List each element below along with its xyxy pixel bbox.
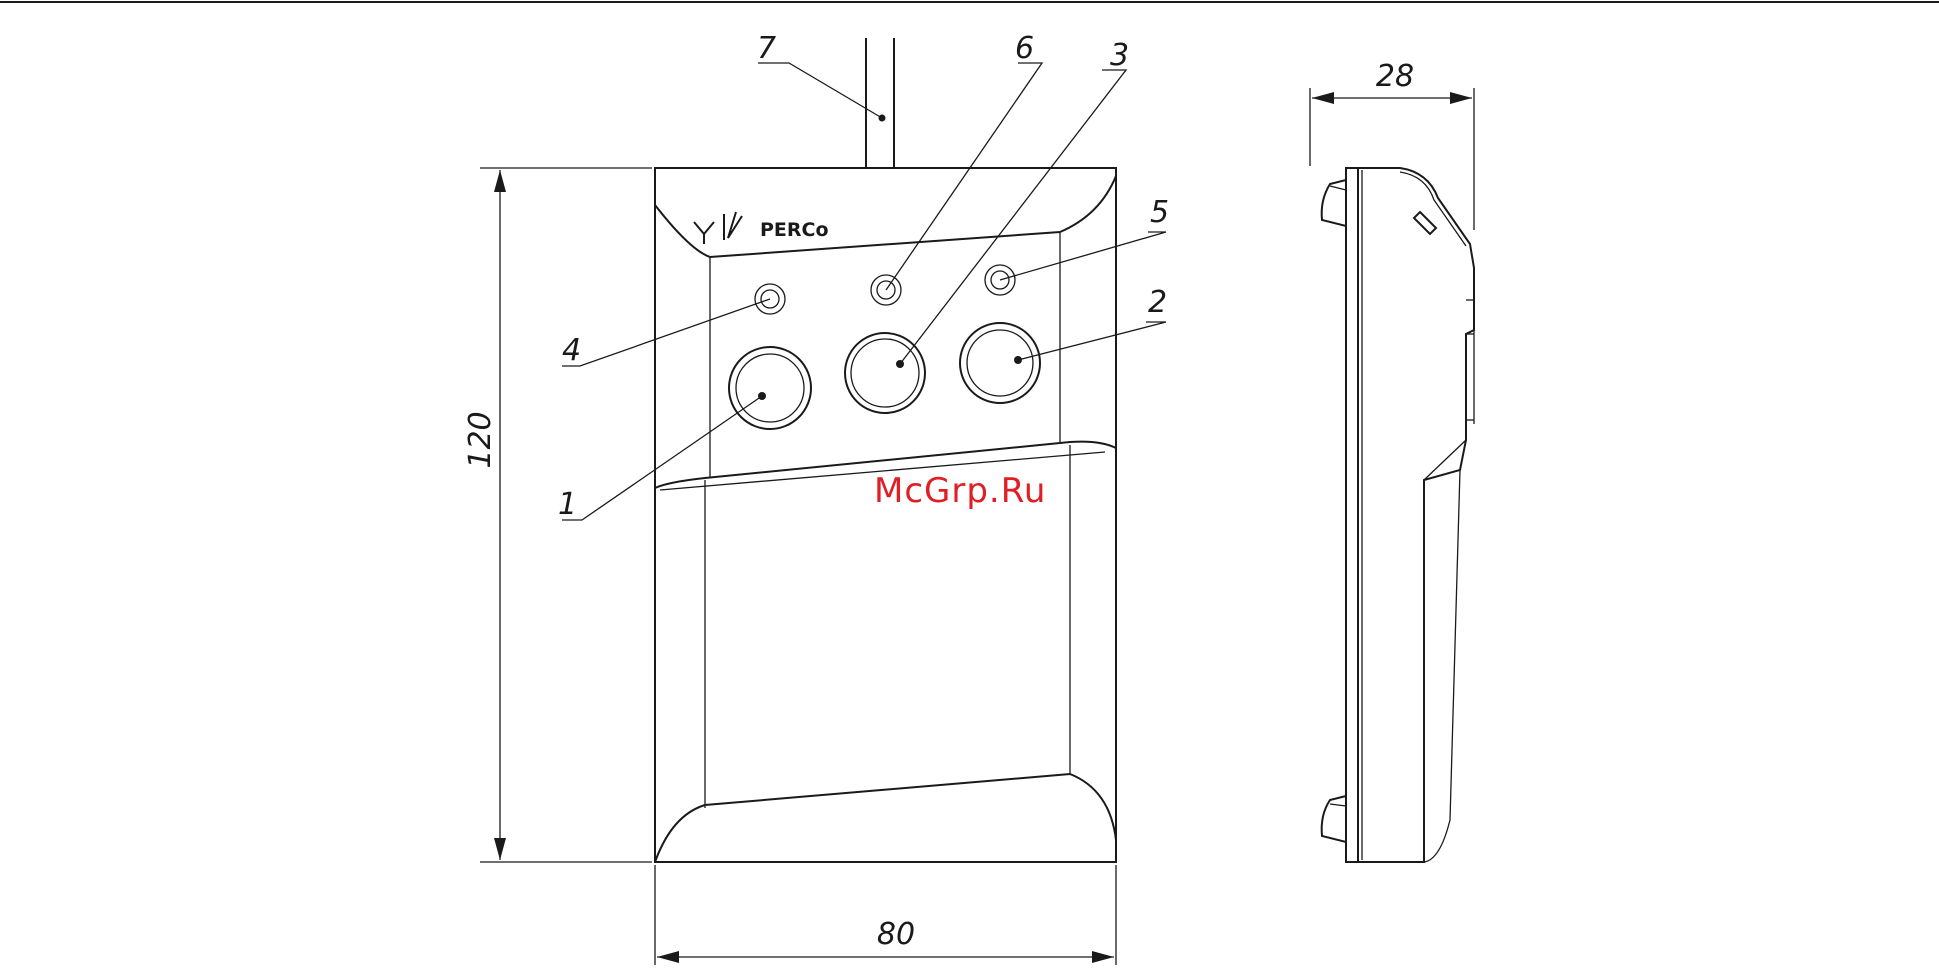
perco-logo: PERCo <box>694 212 829 244</box>
button-2 <box>960 323 1040 403</box>
callout-7: 7 <box>757 31 776 66</box>
leader-4 <box>562 299 770 366</box>
bottom-ridge <box>655 774 1116 862</box>
leader-6 <box>886 63 1042 290</box>
leader-5 <box>1000 232 1166 280</box>
depth-label: 28 <box>1376 59 1414 94</box>
side-view: 28 <box>1310 59 1474 862</box>
watermark-text: McGrp.Ru <box>874 471 1046 511</box>
callout-2: 2 <box>1148 285 1167 320</box>
side-housing <box>1358 168 1474 862</box>
device-body-outline <box>655 168 1116 862</box>
callout-4: 4 <box>562 333 581 368</box>
callout-5: 5 <box>1150 195 1169 230</box>
height-label: 120 <box>463 411 498 468</box>
width-label: 80 <box>877 917 915 952</box>
leader-3 <box>900 70 1126 364</box>
leader-lines <box>562 63 1166 520</box>
front-view: PERCo <box>463 31 1169 965</box>
button-1 <box>729 347 811 429</box>
side-foot-top <box>1322 180 1346 226</box>
leader-7 <box>758 63 882 118</box>
top-cap <box>655 168 1116 257</box>
callout-3: 3 <box>1110 38 1129 73</box>
button-3 <box>845 333 925 413</box>
width-dimension: 80 <box>655 865 1116 965</box>
depth-dimension: 28 <box>1310 59 1474 230</box>
cable <box>866 38 894 168</box>
callout-6: 6 <box>1015 31 1034 66</box>
side-foot-bottom <box>1322 796 1346 842</box>
leader-1 <box>562 396 762 520</box>
callout-1: 1 <box>558 487 577 522</box>
brand-name: PERCo <box>760 219 829 241</box>
side-back-plate <box>1346 168 1358 862</box>
leader-2 <box>1018 322 1166 360</box>
